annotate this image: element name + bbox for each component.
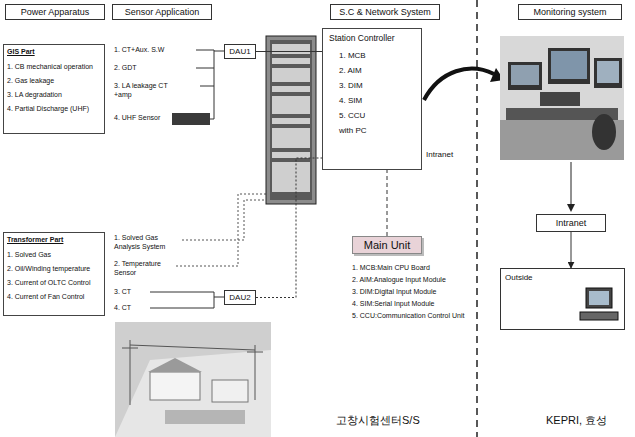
node-item: with PC <box>339 126 415 135</box>
computer-icon <box>580 288 618 320</box>
node-title: DAU2 <box>228 293 252 302</box>
node-title: Station Controller <box>329 33 415 43</box>
node-item: 2. Oil/Winding temperature <box>7 265 101 272</box>
sensor-label: 2. Temperature Sensor <box>114 260 174 278</box>
module-label: 5. CCU:Communication Control Unit <box>352 312 464 321</box>
node-item: 1. Solved Gas <box>7 251 101 258</box>
monitoring-room-picture <box>500 36 624 160</box>
node-title: Transformer Part <box>7 236 101 243</box>
node-item: 1. MCB <box>339 51 415 60</box>
outside-box: Outside <box>500 268 625 330</box>
network-label: Intranet <box>426 150 453 160</box>
connector <box>571 232 572 268</box>
dau-box: DAU2 <box>224 290 256 305</box>
node-item: 2. Gas leakage <box>7 77 101 84</box>
node-item: 3. Current of OLTC Control <box>7 279 101 286</box>
module-label: 1. MCB:Main CPU Board <box>352 264 430 273</box>
sensor-label: 3. LA leakage CT +amp <box>114 82 180 100</box>
node-title: Main Unit <box>358 239 416 251</box>
module-label: 3. DIM:Digital Input Module <box>352 288 436 297</box>
flow-arrow-head <box>567 204 575 212</box>
sensor-label: 1. CT+Aux. S.W <box>114 46 164 55</box>
node-title: GIS Part <box>7 48 101 55</box>
node-item: 3. LA degradation <box>7 91 101 98</box>
apparatus-box: GIS Part 1. CB mechanical operation 2. Gas… <box>3 44 105 134</box>
sensor-bracket <box>150 292 224 308</box>
rack-cabinet <box>266 36 316 204</box>
node-title: S.C & Network System <box>335 7 435 17</box>
node-title: Intranet <box>541 218 601 228</box>
column-header: Sensor Application <box>112 4 212 20</box>
apparatus-box: Transformer Part 1. Solved Gas 2. Oil/Wind… <box>3 232 105 316</box>
dau-box: DAU1 <box>224 44 256 59</box>
flow-line <box>571 162 572 206</box>
module-label: 2. AIM:Analogue Input Module <box>352 276 446 285</box>
node-item: 4. Partial Discharge (UHF) <box>7 105 101 112</box>
column-header: S.C & Network System <box>330 4 440 20</box>
sensor-label: 2. GDT <box>114 64 137 73</box>
site-label: KEPRI, 효성 <box>546 414 607 428</box>
node-title: Power Apparatus <box>10 7 100 17</box>
sensor-label: 4. UHF Sensor <box>114 114 160 123</box>
node-item: 4. SIM <box>339 96 415 105</box>
sensor-label: 3. CT <box>114 288 131 297</box>
substation-picture <box>115 322 271 437</box>
node-item: 5. CCU <box>339 111 415 120</box>
controller-box: Station Controller 1. MCB 2. AIM 3. DIM 4. S… <box>322 28 422 170</box>
module-label: 4. SIM:Serial Input Module <box>352 300 435 309</box>
network-arrow <box>424 69 494 100</box>
node-title: Monitoring system <box>523 7 617 17</box>
connector <box>256 51 322 52</box>
signal-line <box>182 200 268 240</box>
divider-line <box>476 0 478 437</box>
uhf-sensor-symbol <box>172 113 210 125</box>
column-header: Monitoring system <box>518 4 622 20</box>
connector <box>256 158 322 298</box>
site-label: 고창시험센터S/S <box>336 414 420 428</box>
network-box: Intranet <box>536 214 606 232</box>
node-item: 4. Current of Fan Control <box>7 293 101 300</box>
node-title: DAU1 <box>228 47 252 56</box>
node-item: 2. AIM <box>339 66 415 75</box>
column-header: Power Apparatus <box>5 4 105 20</box>
node-title: Outside <box>505 273 620 282</box>
sensor-bracket <box>196 50 224 119</box>
connector <box>387 170 388 236</box>
node-item: 3. DIM <box>339 81 415 90</box>
signal-line <box>176 194 268 266</box>
sensor-label: 4. CT <box>114 304 131 313</box>
sensor-label: 1. Solved Gas Analysis System <box>114 234 180 252</box>
node-title: Sensor Application <box>117 7 207 17</box>
main-unit-box: Main Unit <box>352 236 422 254</box>
node-item: 1. CB mechanical operation <box>7 63 101 70</box>
